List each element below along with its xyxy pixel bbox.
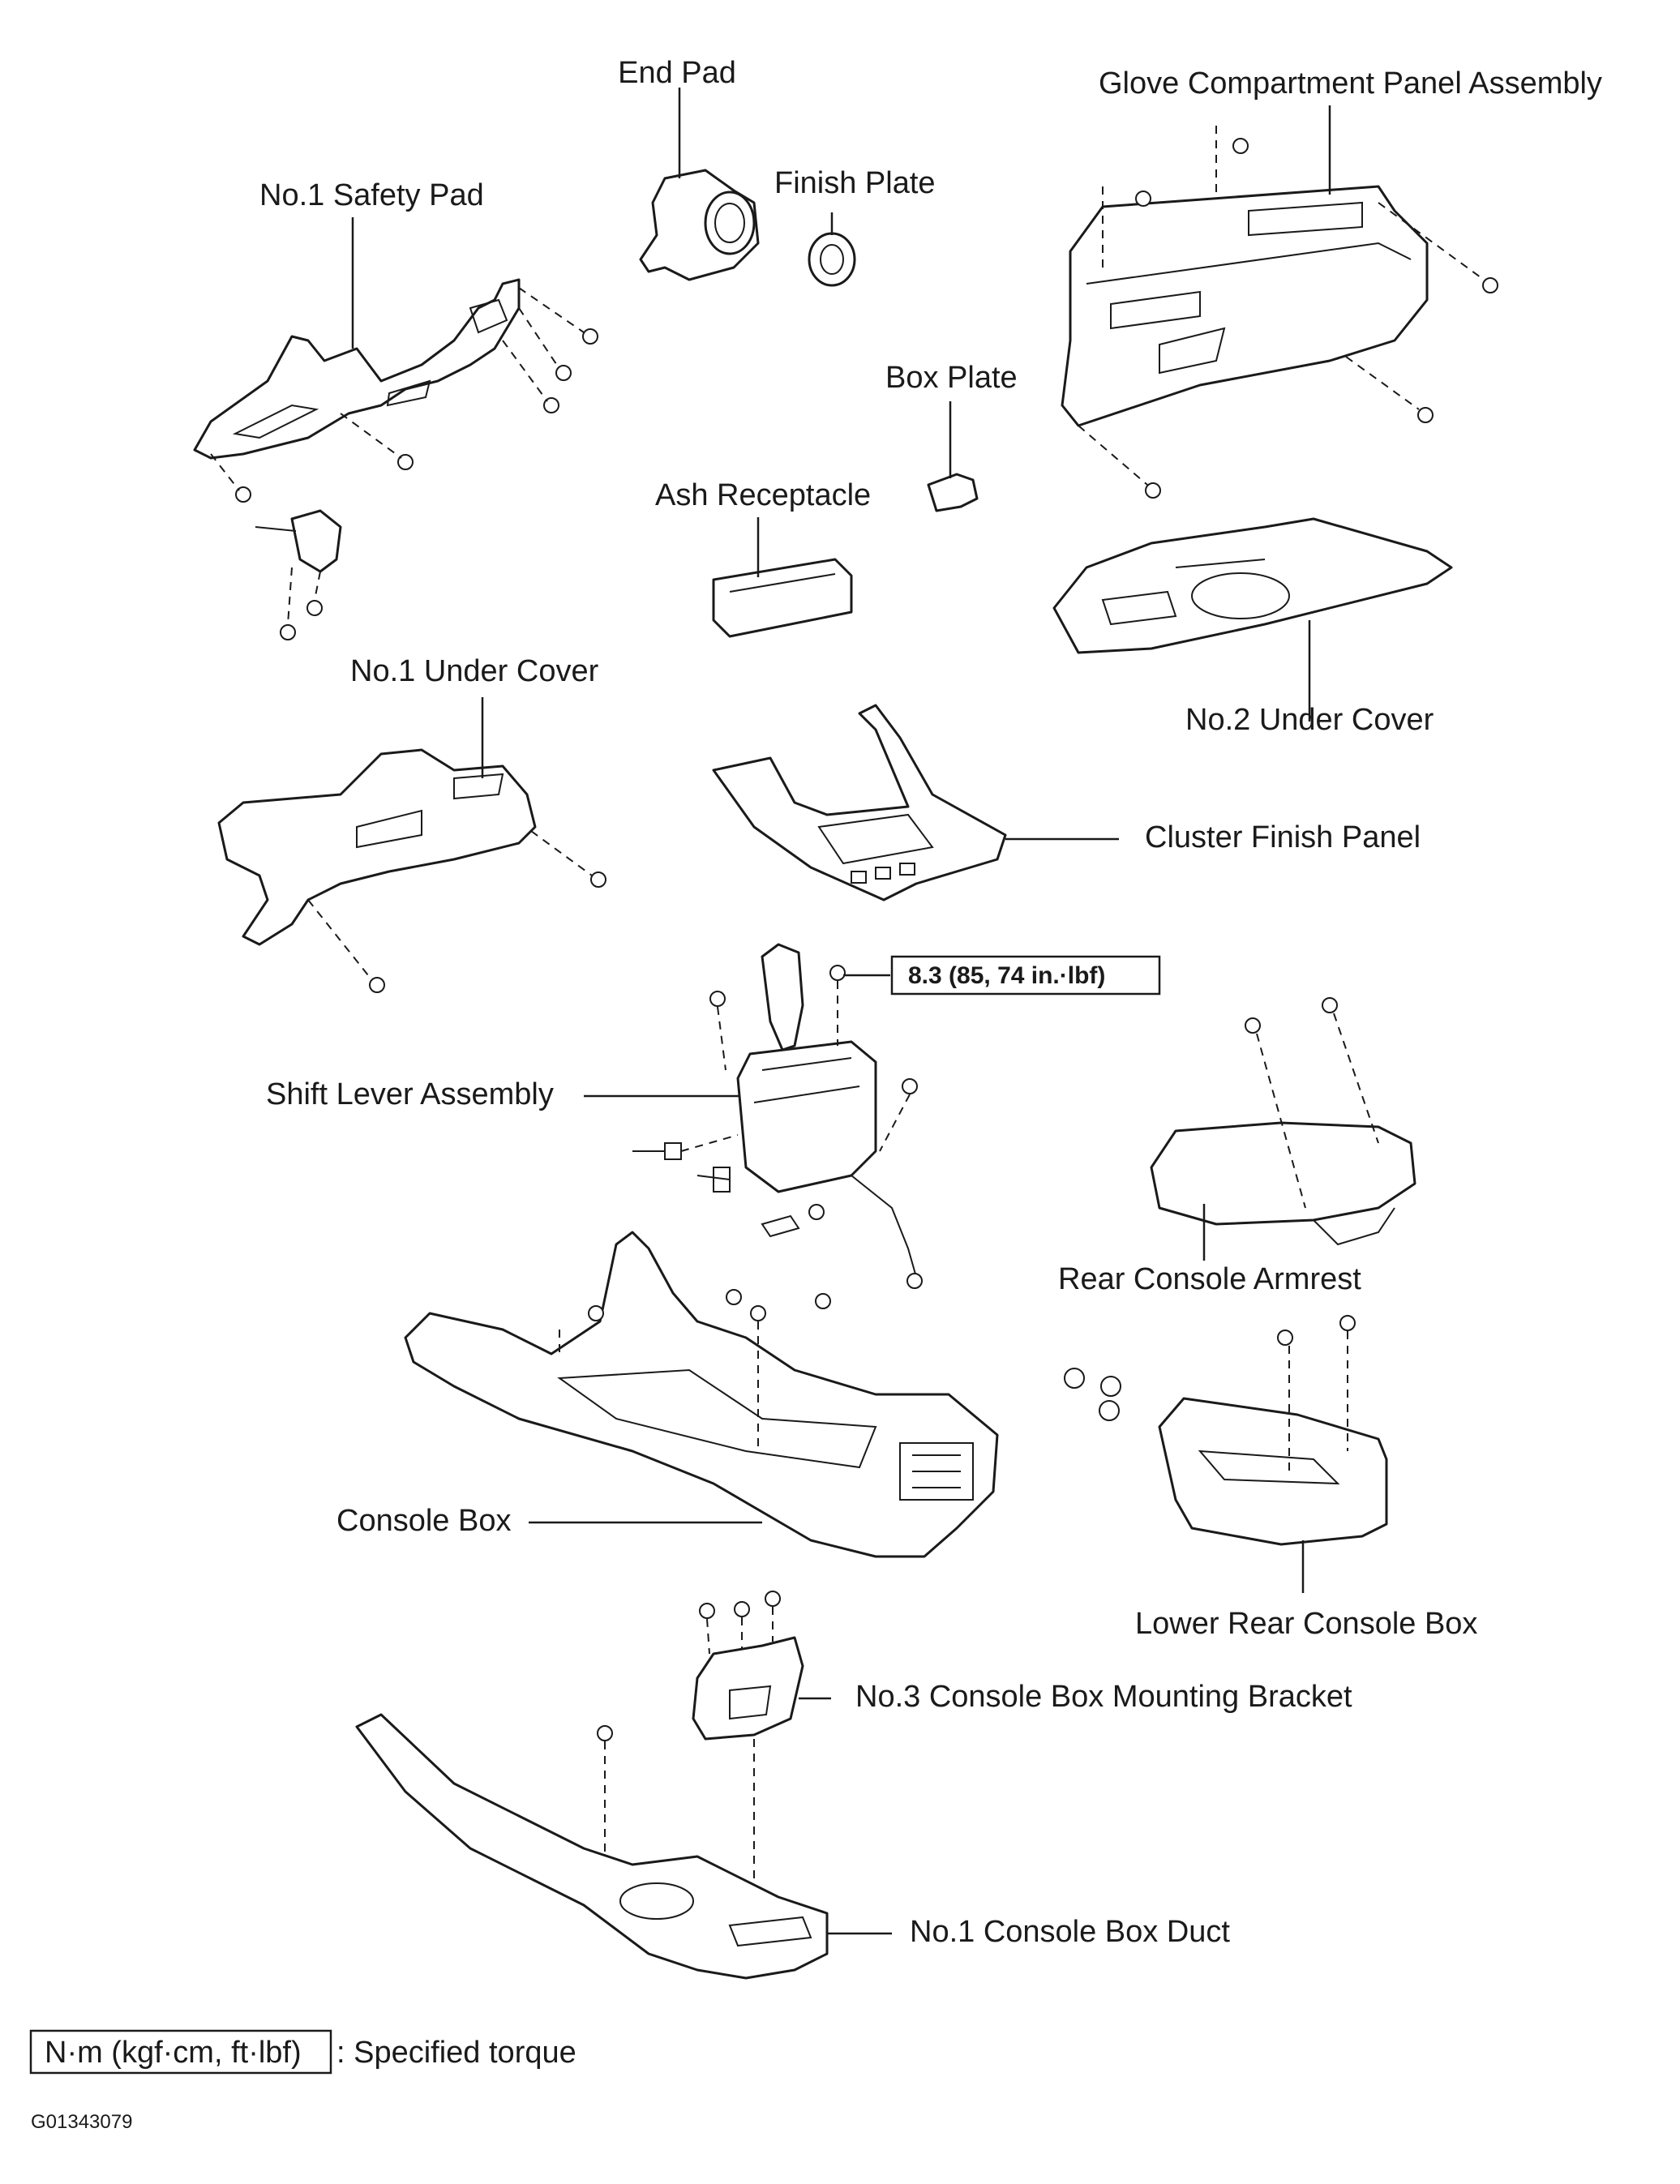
label-no1-console-box-duct: No.1 Console Box Duct [910,1915,1230,1949]
label-rear-console-armrest: Rear Console Armrest [1058,1262,1361,1296]
label-no3-console-box-mounting-bracket: No.3 Console Box Mounting Bracket [855,1680,1352,1714]
no1-console-box-duct-part [355,1713,829,1980]
cluster-finish-panel-part [712,704,1007,901]
label-no2-under-cover: No.2 Under Cover [1185,703,1434,737]
lower-rear-console-box-part [1158,1397,1388,1546]
glove-compartment-part [1061,185,1429,427]
label-no1-safety-pad: No.1 Safety Pad [259,178,484,212]
rear-console-armrest-part [1150,1121,1416,1246]
box-plate-part [927,473,979,512]
label-box-plate: Box Plate [885,361,1018,395]
end-pad-part [639,169,760,281]
label-glove-compartment-panel-assembly: Glove Compartment Panel Assembly [1099,66,1602,101]
armrest-bolts [1245,997,1379,1209]
label-finish-plate: Finish Plate [774,166,936,200]
label-console-box: Console Box [336,1504,511,1538]
no1-under-cover-part [217,748,537,946]
legend-unit: N·m (kgf·cm, ft·lbf) [45,2036,302,2070]
label-shift-lever-assembly: Shift Lever Assembly [266,1077,554,1111]
no1-under-cover-bolts [307,830,606,993]
finish-plate-part [808,232,856,287]
safety-pad-bolts [210,287,598,640]
shift-lever-assembly-part [632,943,917,1278]
leader-lines [351,88,1331,1935]
console-box-bolts [559,1289,831,1451]
bracket-bolts [597,1591,781,1913]
legend-unit-box [29,2029,332,2075]
label-no1-under-cover: No.1 Under Cover [350,654,599,688]
console-box-part [404,1231,999,1558]
figure-code: G01343079 [31,2111,132,2133]
torque-spec-box [890,955,1161,996]
label-ash-receptacle: Ash Receptacle [655,478,871,512]
safety-pad-bracket-part [255,509,342,573]
shift-lever-bolts [709,965,923,1289]
ash-receptacle-part [712,558,853,638]
no2-under-cover-part [1052,517,1453,654]
label-torque-spec: 8.3 (85, 74 in.·lbf) [908,962,1105,989]
lower-rear-console-bolts [1064,1315,1356,1475]
glove-compartment-bolts [1078,126,1498,499]
legend-description: : Specified torque [336,2036,576,2070]
no3-mounting-bracket-part [692,1636,804,1741]
label-lower-rear-console-box: Lower Rear Console Box [1135,1607,1477,1641]
label-end-pad: End Pad [618,56,736,90]
no1-safety-pad-part [193,278,521,460]
label-cluster-finish-panel: Cluster Finish Panel [1145,820,1421,854]
